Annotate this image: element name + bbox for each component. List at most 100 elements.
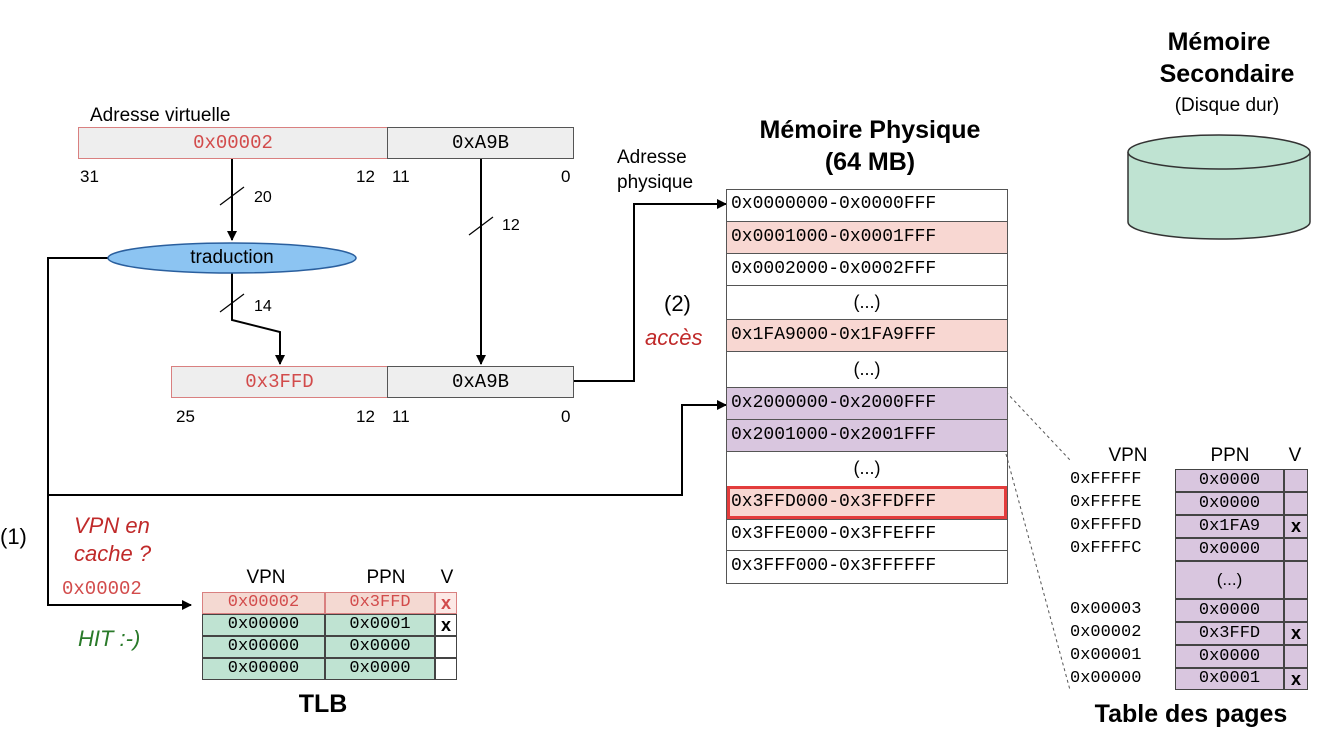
page-table-vpn: 0x00001 xyxy=(1070,646,1142,665)
tlb-vpn-cell: 0x00000 xyxy=(202,636,325,658)
tlb-vpn-cell: 0x00000 xyxy=(202,614,325,636)
memory-frame-row: 0x3FFF000-0x3FFFFFF xyxy=(727,550,1007,583)
tlb-header-v: V xyxy=(440,567,454,588)
tlb-ppn-cell: 0x0001 xyxy=(325,614,435,636)
page-table-ppn-cell: 0x0001 xyxy=(1175,668,1284,690)
secondary-memory-subtitle: (Disque dur) xyxy=(1174,95,1280,116)
page-table-header-ppn: PPN xyxy=(1210,445,1250,466)
physical-address-label-line2: physique xyxy=(617,172,694,193)
ppn-width-slash xyxy=(219,293,245,313)
physical-bit-0: 0 xyxy=(561,407,571,426)
memory-frame-row: 0x2001000-0x2001FFF xyxy=(727,419,1007,451)
memory-frame-row: 0x3FFD000-0x3FFDFFF xyxy=(727,486,1007,519)
tlb-question-line2: cache ? xyxy=(74,541,152,566)
page-table-ppn-cell: 0x0000 xyxy=(1175,492,1284,515)
disk-top xyxy=(1127,134,1311,170)
page-table-vpn: 0x00000 xyxy=(1070,669,1142,688)
page-table-vpn: 0xFFFFC xyxy=(1070,539,1142,558)
page-table-valid-cell xyxy=(1284,561,1308,599)
page-table-title: Table des pages xyxy=(1094,700,1288,728)
page-table-ppn-cell: 0x3FFD xyxy=(1175,622,1284,645)
physical-offset-field: 0xA9B xyxy=(387,366,574,398)
tlb-header-ppn: PPN xyxy=(366,567,406,588)
ppn-width-label: 14 xyxy=(254,298,272,315)
page-table-valid-cell xyxy=(1284,469,1308,492)
translation-to-ppn-arrow xyxy=(231,272,285,365)
page-table-vpn: 0xFFFFF xyxy=(1070,470,1142,489)
page-table-vpn: 0x00003 xyxy=(1070,600,1142,619)
tlb-ppn-cell: 0x3FFD xyxy=(325,592,435,614)
tlb-hit-label: HIT :-) xyxy=(78,626,141,651)
memory-frame-row: 0x0002000-0x0002FFF xyxy=(727,253,1007,285)
tlb-lookup-arrow xyxy=(47,257,192,610)
access-label: accès xyxy=(645,325,703,350)
physical-bit-25: 25 xyxy=(176,407,195,426)
page-table-ellipsis: (...) xyxy=(1175,561,1284,599)
page-table-valid-cell xyxy=(1284,599,1308,622)
tlb-vpn-cell: 0x00000 xyxy=(202,658,325,680)
virtual-address-label: Adresse virtuelle xyxy=(90,105,231,126)
offset-width-slash xyxy=(468,216,494,236)
page-table-valid-cell: x xyxy=(1284,622,1308,645)
tlb-query-number: (1) xyxy=(0,524,27,549)
memory-frame-row: 0x3FFE000-0x3FFEFFF xyxy=(727,519,1007,550)
physical-bit-11: 11 xyxy=(392,407,410,426)
translation-ellipse xyxy=(107,242,357,274)
physical-bit-12: 12 xyxy=(356,407,375,426)
page-table-frame-dotted-top xyxy=(1005,391,1071,461)
tlb-valid-cell xyxy=(435,658,457,680)
page-table-ppn-cell: 0x0000 xyxy=(1175,538,1284,561)
physical-memory-title-line2: (64 MB) xyxy=(824,148,916,176)
memory-frame-row: 0x0000000-0x0000FFF xyxy=(731,194,937,214)
page-table-valid-cell: x xyxy=(1284,668,1308,690)
virtual-bit-0: 0 xyxy=(561,167,571,186)
tlb-valid-cell: x xyxy=(435,592,457,614)
page-table-valid-cell xyxy=(1284,645,1308,668)
page-table-ppn-cell: 0x1FA9 xyxy=(1175,515,1284,538)
memory-ellipsis: (...) xyxy=(727,285,1007,319)
tlb-ppn-cell: 0x0000 xyxy=(325,636,435,658)
tlb-question-line1: VPN en xyxy=(74,513,150,538)
page-table-valid-cell xyxy=(1284,538,1308,561)
offset-width-label: 12 xyxy=(502,217,520,234)
virtual-bit-31: 31 xyxy=(80,167,99,186)
vpn-width-label: 20 xyxy=(254,189,272,206)
disk-body xyxy=(1127,152,1311,240)
memory-frame-row: 0x1FA9000-0x1FA9FFF xyxy=(727,319,1007,351)
page-table-vpn: 0xFFFFD xyxy=(1070,516,1142,535)
tlb-valid-cell xyxy=(435,636,457,658)
page-table-header-v: V xyxy=(1288,445,1302,466)
page-table-ppn-cell: 0x0000 xyxy=(1175,469,1284,492)
tlb-title: TLB xyxy=(298,690,348,718)
translation-label: traduction xyxy=(190,247,274,268)
page-table-ppn-cell: 0x0000 xyxy=(1175,599,1284,622)
physical-memory-title-line1: Mémoire Physique xyxy=(759,116,981,144)
vpn-width-slash xyxy=(219,186,245,206)
page-table-header-vpn: VPN xyxy=(1108,445,1148,466)
page-table-frame-dotted-bottom xyxy=(1005,453,1071,691)
tlb-valid-cell: x xyxy=(435,614,457,636)
page-table-base-arrow xyxy=(48,400,727,496)
virtual-bit-11: 11 xyxy=(392,167,410,186)
memory-ellipsis: (...) xyxy=(727,451,1007,486)
tlb-ppn-cell: 0x0000 xyxy=(325,658,435,680)
page-table-vpn: 0x00002 xyxy=(1070,623,1142,642)
secondary-memory-title-line2: Secondaire xyxy=(1159,60,1295,88)
tlb-query-vpn: 0x00002 xyxy=(62,578,142,600)
tlb-header-vpn: VPN xyxy=(246,567,286,588)
virtual-bit-12: 12 xyxy=(356,167,375,186)
secondary-memory-title-line1: Mémoire xyxy=(1167,28,1271,56)
page-table-ppn-cell: 0x0000 xyxy=(1175,645,1284,668)
memory-frame-row: 0x0001000-0x0001FFF xyxy=(727,221,1007,253)
memory-ellipsis: (...) xyxy=(727,351,1007,387)
tlb-vpn-cell: 0x00002 xyxy=(202,592,325,614)
physical-ppn-field: 0x3FFD xyxy=(171,366,388,398)
virtual-vpn-field: 0x00002 xyxy=(78,127,388,159)
page-table-valid-cell: x xyxy=(1284,515,1308,538)
page-table-vpn: 0xFFFFE xyxy=(1070,493,1142,512)
memory-frame-row: 0x2000000-0x2000FFF xyxy=(727,387,1007,419)
physical-address-label-line1: Adresse xyxy=(617,147,687,168)
